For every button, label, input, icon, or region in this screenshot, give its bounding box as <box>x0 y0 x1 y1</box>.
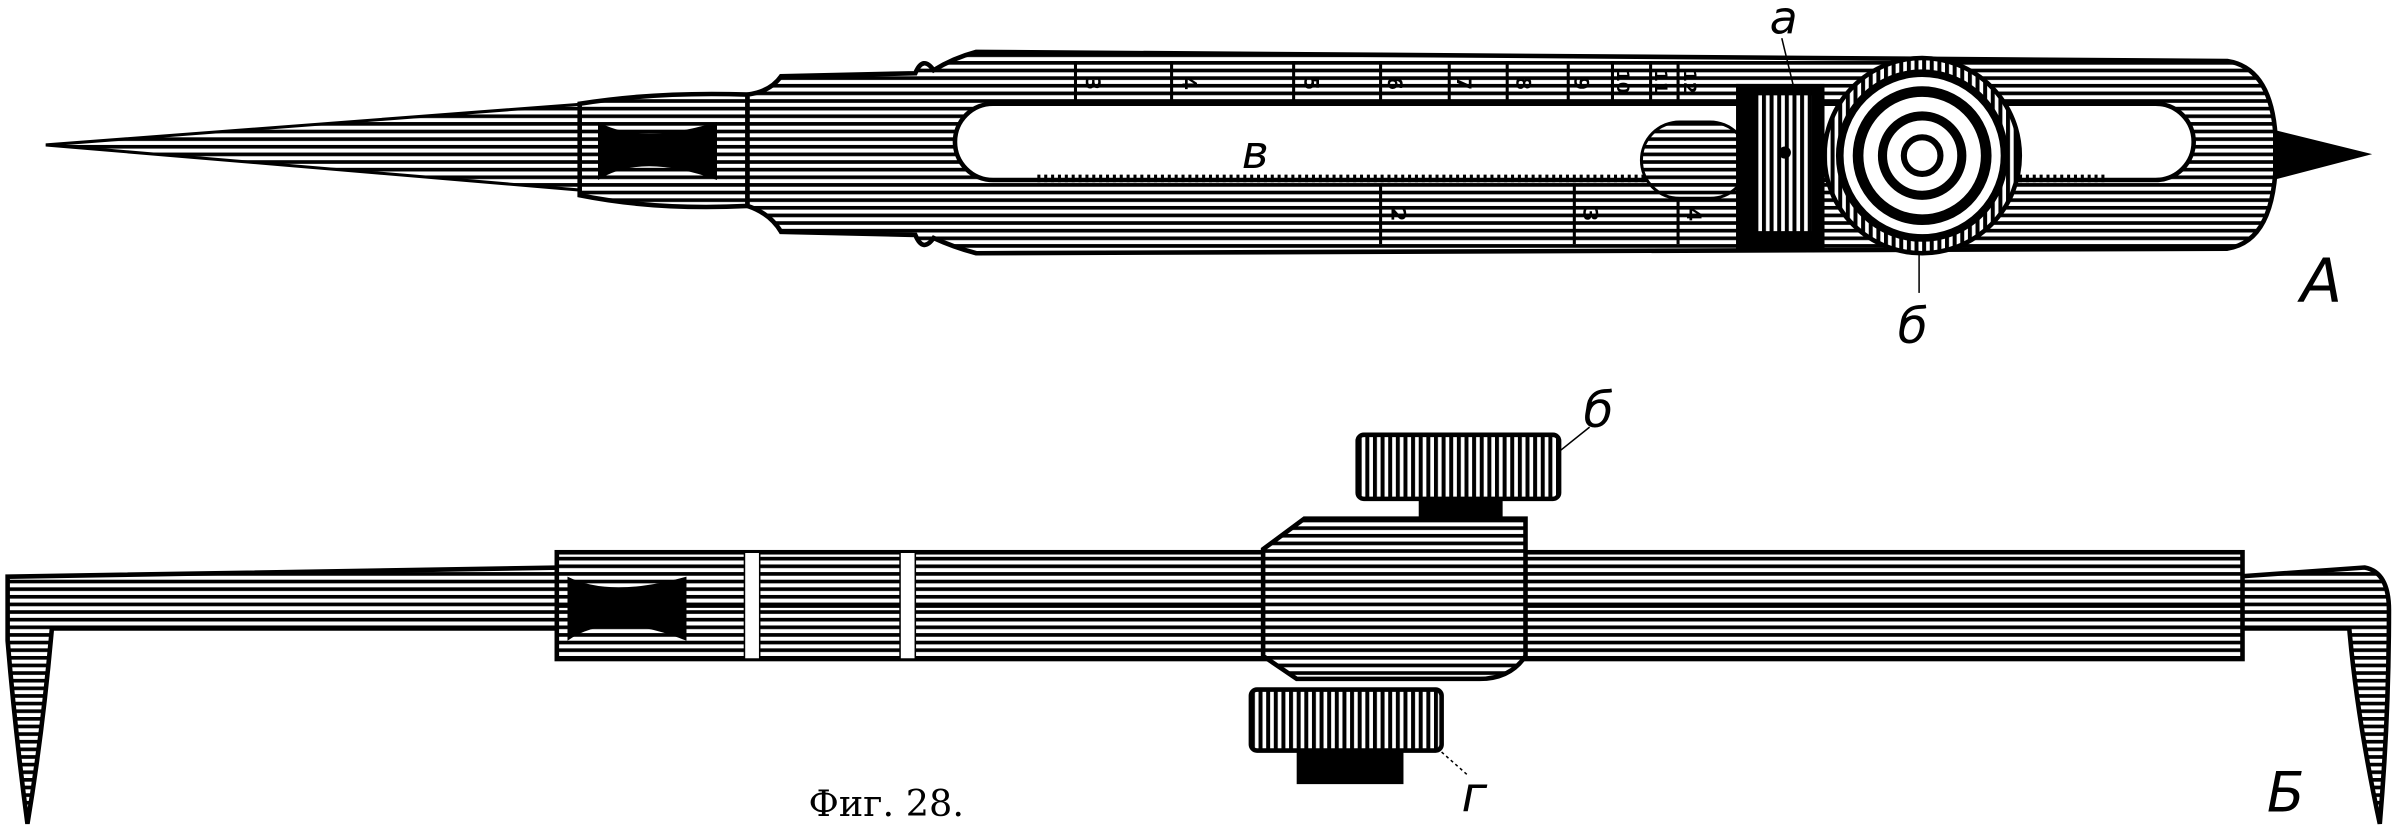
scale-mark: 3 <box>1578 207 1601 221</box>
adjusting-wheel[interactable] <box>1822 55 2023 256</box>
left-needle <box>45 102 589 193</box>
right-needle <box>2273 129 2373 181</box>
bar-collar-shading <box>567 576 687 641</box>
bar-band <box>743 551 761 660</box>
divider-view-a: 3 4 5 6 7 8 9 10 11 12 2 3 4 <box>45 0 2373 355</box>
slider-block-a <box>1736 83 1825 249</box>
label-slot-v: в <box>1242 126 1269 179</box>
slider-pivot <box>1639 120 1750 200</box>
scale-mark: 7 <box>1452 76 1475 90</box>
label-top-knob-b: б <box>1583 382 1613 439</box>
scale-mark: 8 <box>1511 76 1534 90</box>
figure-caption: Фиг. 28. <box>809 782 964 825</box>
scale-mark: 4 <box>1177 76 1200 90</box>
upper-scale: 3 4 5 6 7 8 9 10 11 12 <box>1073 61 1700 104</box>
bottom-knob[interactable] <box>1248 687 1444 753</box>
scale-mark: 6 <box>1383 76 1406 90</box>
clamp-block <box>1260 516 1528 682</box>
label-bottom-knob-g: г <box>1461 767 1487 824</box>
leader-b2 <box>1558 426 1591 453</box>
leader-a <box>1781 37 1795 89</box>
bar-band <box>899 551 917 660</box>
scale-mark: 12 <box>1680 70 1700 93</box>
label-view-b: Б <box>2267 761 2305 825</box>
label-view-a: А <box>2296 246 2342 317</box>
divider-view-b: б г Б <box>5 382 2392 825</box>
scale-mark: 3 <box>1081 76 1104 90</box>
scale-mark: 4 <box>1682 207 1705 221</box>
label-wheel-b: б <box>1898 298 1928 355</box>
label-slider-a: а <box>1770 0 1798 45</box>
scale-mark: 9 <box>1569 76 1592 90</box>
scale-mark: 10 <box>1613 70 1633 93</box>
scale-mark: 5 <box>1299 76 1322 90</box>
top-knob[interactable] <box>1355 432 1562 502</box>
bottom-knob-base <box>1296 750 1404 785</box>
scale-mark: 11 <box>1651 70 1671 93</box>
left-leg <box>5 565 570 825</box>
right-leg <box>2234 565 2392 825</box>
scale-mark: 2 <box>1386 207 1409 221</box>
collar-shading <box>598 122 717 181</box>
